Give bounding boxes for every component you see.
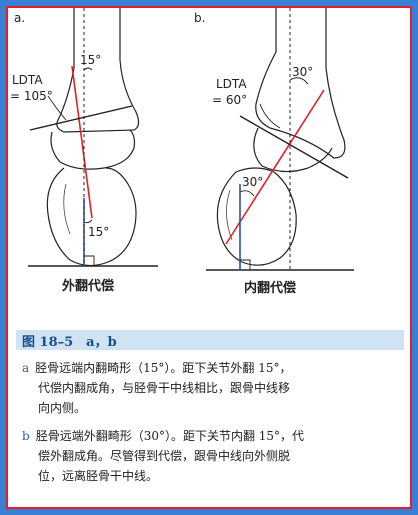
panel-b-ldta-value: = 60° (212, 93, 247, 107)
panel-a-ldta-value: = 105° (10, 89, 53, 103)
ankle-diagram: a. 15° LDTA = 105° 15° 外翻代偿 b. (10, 8, 354, 296)
panel-a-talus (50, 129, 136, 170)
caption-item-b-line2: 偿外翻成角。尽管得到代偿，跟骨中线向外侧脱 (38, 449, 291, 463)
panel-a-angle-top: 15° (80, 53, 101, 67)
panel-b: b. 30° LDTA = 60° 30° 内翻代偿 (194, 8, 354, 296)
panel-a-joint-line (29, 105, 133, 131)
panel-a-letter: a. (14, 11, 25, 25)
panel-a-ldta-label: LDTA (12, 73, 43, 87)
caption-item-a-letter: a (22, 361, 30, 375)
caption-item-a: a 胫骨远端内翻畸形（15°）。距下关节外翻 15°， 代偿内翻成角，与胫骨干中线… (22, 358, 402, 418)
panel-b-caption: 内翻代偿 (244, 280, 296, 296)
caption-item-a-line1: 胫骨远端内翻畸形（15°）。距下关节外翻 15°， (35, 361, 292, 375)
panel-a-angle-bottom: 15° (88, 225, 109, 239)
panel-a-calcaneus (46, 167, 137, 267)
figure-panel: a. 15° LDTA = 105° 15° 外翻代偿 b. (6, 6, 412, 509)
caption-item-b-line1: 胫骨远端外翻畸形（30°）。距下关节内翻 15°，代 (35, 429, 305, 443)
figure-title: 图 18–5 a，b (22, 335, 117, 350)
panel-b-letter: b. (194, 11, 205, 25)
panel-a-tibia (56, 8, 140, 133)
panel-b-angle-bottom: 30° (242, 175, 263, 189)
panel-b-red-axis (225, 89, 325, 245)
panel-b-tibia (255, 8, 346, 159)
caption-item-b-letter: b (22, 429, 30, 443)
caption-item-a-line3: 向内侧。 (38, 401, 87, 415)
panel-a-red-axis (71, 65, 93, 219)
panel-b-talus (253, 127, 333, 173)
caption-item-a-line2: 代偿内翻成角，与胫骨干中线相比，跟骨中线移 (38, 381, 291, 395)
panel-b-joint-line (239, 115, 349, 179)
figure-caption-bar (16, 330, 404, 350)
caption-item-b: b 胫骨远端外翻畸形（30°）。距下关节内翻 15°，代 偿外翻成角。尽管得到代偿… (22, 426, 402, 486)
caption-item-b-line3: 位，远离胫骨干中线。 (38, 469, 159, 483)
panel-a-caption: 外翻代偿 (61, 278, 114, 294)
panel-a: a. 15° LDTA = 105° 15° 外翻代偿 (10, 8, 158, 294)
panel-b-angle-top: 30° (292, 65, 313, 79)
panel-b-calcaneus (216, 167, 297, 266)
panel-b-ldta-label: LDTA (216, 77, 247, 91)
